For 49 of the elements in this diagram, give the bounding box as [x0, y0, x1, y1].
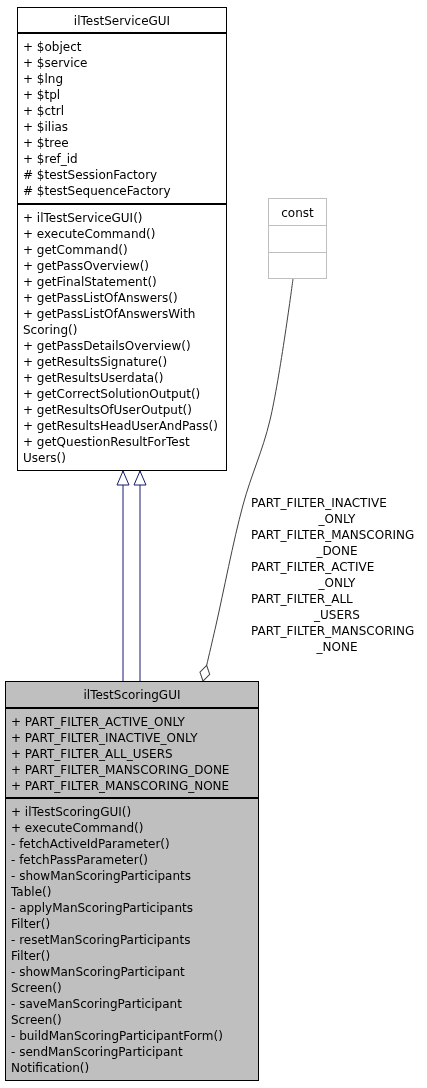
member-text: - buildManScoringParticipantForm()	[11, 1028, 223, 1044]
inheritance-arrow	[116, 470, 130, 682]
member-text: + PART_FILTER_ACTIVE_ONLY	[11, 714, 185, 730]
member-text: + getResultsUserdata()	[23, 370, 164, 386]
member-text: - applyManScoringParticipants Filter()	[11, 900, 193, 932]
member-text: + PART_FILTER_MANSCORING_DONE	[11, 762, 230, 778]
member-text: + getResultsHeadUserAndPass()	[23, 418, 218, 434]
member-text: + $ctrl	[23, 103, 65, 119]
member-text: + getPassDetailsOverview()	[23, 338, 191, 354]
member-text: + $ref_id	[23, 151, 78, 167]
member-text: + PART_FILTER_MANSCORING_NONE	[11, 778, 230, 794]
member-text: + $tree	[23, 135, 69, 151]
member-text: # $testSessionFactory	[23, 167, 158, 183]
member-text: + getPassListOfAnswers()	[23, 290, 178, 306]
member-text: + getPassOverview()	[23, 258, 149, 274]
member-text: - fetchPassParameter()	[11, 852, 148, 868]
member-text: + getCommand()	[23, 242, 128, 258]
member-text: + getQuestionResultForTest Users()	[23, 434, 190, 466]
member-text: + getPassListOfAnswersWith Scoring()	[23, 306, 196, 338]
class-name: const	[281, 204, 314, 221]
member-text: + PART_FILTER_ALL_USERS	[11, 746, 173, 762]
class-name: ilTestScoringGUI	[83, 686, 181, 703]
member-text: + getResultsSignature()	[23, 354, 168, 370]
member-text: + ilTestScoringGUI()	[11, 804, 132, 820]
member-text: - showManScoringParticipant Screen()	[11, 964, 185, 996]
member-text: + $ilias	[23, 119, 69, 135]
inheritance-arrow	[133, 470, 147, 682]
class-box	[5, 681, 259, 1081]
member-text: + PART_FILTER_INACTIVE_ONLY	[11, 730, 198, 746]
member-text: # $testSequenceFactory	[23, 183, 171, 199]
member-text: + executeCommand()	[23, 226, 156, 242]
member-text: + getCorrectSolutionOutput()	[23, 386, 201, 402]
member-text: + executeCommand()	[11, 820, 144, 836]
member-text: + getFinalStatement()	[23, 274, 157, 290]
aggregation-connector	[199, 278, 294, 682]
member-text: - sendManScoringParticipant Notification()	[11, 1044, 183, 1076]
class-box	[268, 198, 327, 279]
member-text: - saveManScoringParticipant Screen()	[11, 996, 182, 1028]
member-text: + ilTestServiceGUI()	[23, 210, 143, 226]
member-text: - showManScoringParticipants Table()	[11, 868, 191, 900]
member-text: + $object	[23, 39, 82, 55]
class-box	[17, 7, 227, 471]
member-text: - fetchActiveIdParameter()	[11, 836, 170, 852]
member-text: + getResultsOfUserOutput()	[23, 402, 192, 418]
member-text: + $service	[23, 55, 88, 71]
member-text: + $tpl	[23, 87, 61, 103]
member-text: + $lng	[23, 71, 64, 87]
class-name: ilTestServiceGUI	[73, 12, 171, 29]
member-text: - resetManScoringParticipants Filter()	[11, 932, 191, 964]
